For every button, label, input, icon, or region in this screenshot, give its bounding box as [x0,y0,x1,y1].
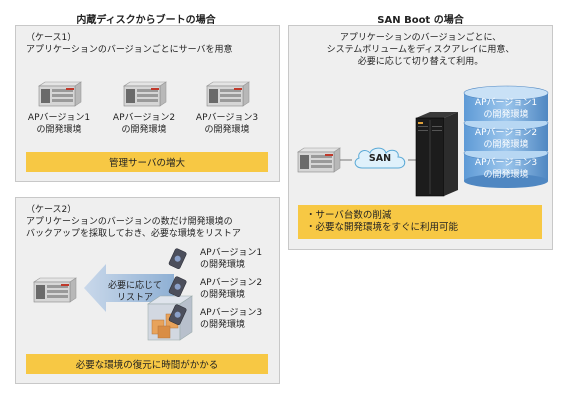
san-benefits-bar: ・サーバ台数の削減 ・必要な開発環境をすぐに利用可能 [298,205,542,239]
san-benefit-item: ・サーバ台数の削減 [306,210,392,221]
case2-drawback-bar: 必要な環境の復元に時間がかかる [26,354,268,374]
tape-label-1: APバージョン1 の開発環境 [200,247,262,271]
restore-arrow-line: リストア [116,293,153,303]
tape-label-line: APバージョン2 [200,278,263,288]
case1-description: アプリケーションのバージョンごとにサーバを用意 [26,45,233,55]
volume-label-line: の開発環境 [483,170,529,180]
volume-label-line: APバージョン2 [474,128,538,138]
backup-storage-icon [146,246,196,346]
case2-description-line1: アプリケーションのバージョンの数だけ開発環境の [26,217,233,227]
san-description-line: 必要に応じて切り替えて利用。 [357,57,484,67]
tape-label-line: の開発環境 [200,260,246,270]
disk-volume-stack-icon [463,83,549,189]
tape-label-line: の開発環境 [200,320,246,330]
san-description-line: システムボリュームをディスクアレイに用意、 [326,45,515,55]
server-label-3: APバージョン3 の開発環境 [192,112,262,136]
restore-arrow-line: 必要に応じて [107,281,162,291]
volume-label-3: APバージョン3 の開発環境 [463,157,549,181]
case1-drawback-bar: 管理サーバの増大 [26,152,268,172]
server-icon [294,146,342,174]
tape-label-line: の開発環境 [200,290,246,300]
server-label-1: APバージョン1 の開発環境 [24,112,94,136]
case2-description-line2: バックアップを採取しておき、必要な環境をリストア [26,229,241,239]
server-label-line: の開発環境 [121,125,167,135]
tape-label-2: APバージョン2 の開発環境 [200,277,262,301]
volume-label-2: APバージョン2 の開発環境 [463,127,549,151]
volume-label-line: APバージョン3 [474,158,538,168]
server-label-line: APバージョン2 [112,113,176,123]
left-title: 内蔵ディスクからブートの場合 [76,15,216,26]
right-title: SAN Boot の場合 [377,15,464,26]
san-cloud-icon [350,144,410,174]
storage-array-icon [414,110,462,198]
san-description-line: アプリケーションのバージョンごとに、 [339,33,502,43]
tape-label-line: APバージョン3 [200,308,263,318]
san-benefit-item: ・必要な開発環境をすぐに利用可能 [306,222,459,233]
server-label-line: の開発環境 [204,125,250,135]
connection-line [340,158,420,164]
restore-arrow-icon [84,262,174,314]
server-label-line: APバージョン1 [27,113,91,123]
volume-label-line: の開発環境 [483,110,529,120]
server-label-line: の開発環境 [36,125,82,135]
san-label: SAN [368,153,392,164]
volume-label-line: の開発環境 [483,140,529,150]
server-label-line: APバージョン3 [195,113,259,123]
case2-header: （ケース2） [26,205,77,215]
restore-arrow-label: 必要に応じて リストア [100,280,170,304]
server-icon [35,80,83,108]
server-icon [30,276,78,304]
tape-label-line: APバージョン1 [200,248,263,258]
tape-label-3: APバージョン3 の開発環境 [200,307,262,331]
volume-label-line: APバージョン1 [474,98,538,108]
volume-label-1: APバージョン1 の開発環境 [463,97,549,121]
san-description: アプリケーションのバージョンごとに、 システムボリュームをディスクアレイに用意、… [290,32,551,68]
server-label-2: APバージョン2 の開発環境 [109,112,179,136]
server-icon [203,80,251,108]
server-icon [120,80,168,108]
case1-header: （ケース1） [26,33,77,43]
